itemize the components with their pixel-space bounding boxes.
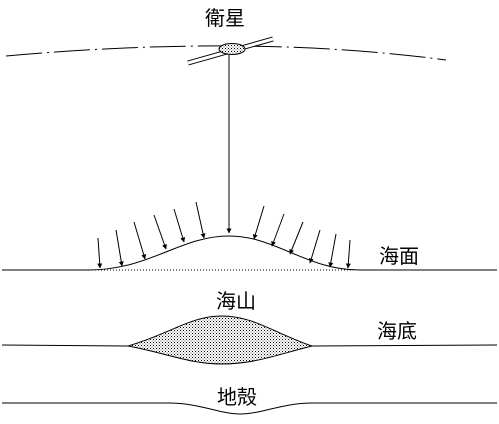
- gravity-arrows: [97, 201, 351, 269]
- satellite-label: 衛星: [205, 6, 245, 30]
- crust-label: 地殻: [217, 385, 257, 409]
- gravity-arrow: [153, 214, 167, 250]
- gravity-arrow: [97, 237, 103, 269]
- seamount-shape: [127, 315, 314, 365]
- gravity-arrow: [328, 233, 337, 268]
- satellite-orbit: [5, 45, 447, 61]
- gravity-arrow: [289, 221, 304, 255]
- gravity-arrow: [115, 229, 124, 267]
- seamount-label: 海山: [216, 289, 256, 313]
- sea-surface-line: [2, 235, 497, 271]
- gravity-arrow: [308, 229, 321, 264]
- gravity-arrow: [271, 213, 285, 247]
- crust-line: [2, 402, 497, 415]
- gravity-arrow: [195, 201, 206, 239]
- seafloor-label: 海底: [377, 319, 417, 343]
- gravity-arrow: [133, 221, 147, 260]
- seafloor-line: [1, 344, 498, 347]
- gravity-arrow: [345, 239, 351, 269]
- gravity-arrow: [173, 208, 186, 243]
- satellite-icon: [187, 36, 274, 66]
- gravity-arrow: [252, 205, 265, 240]
- sea-surface-label: 海面: [379, 244, 419, 268]
